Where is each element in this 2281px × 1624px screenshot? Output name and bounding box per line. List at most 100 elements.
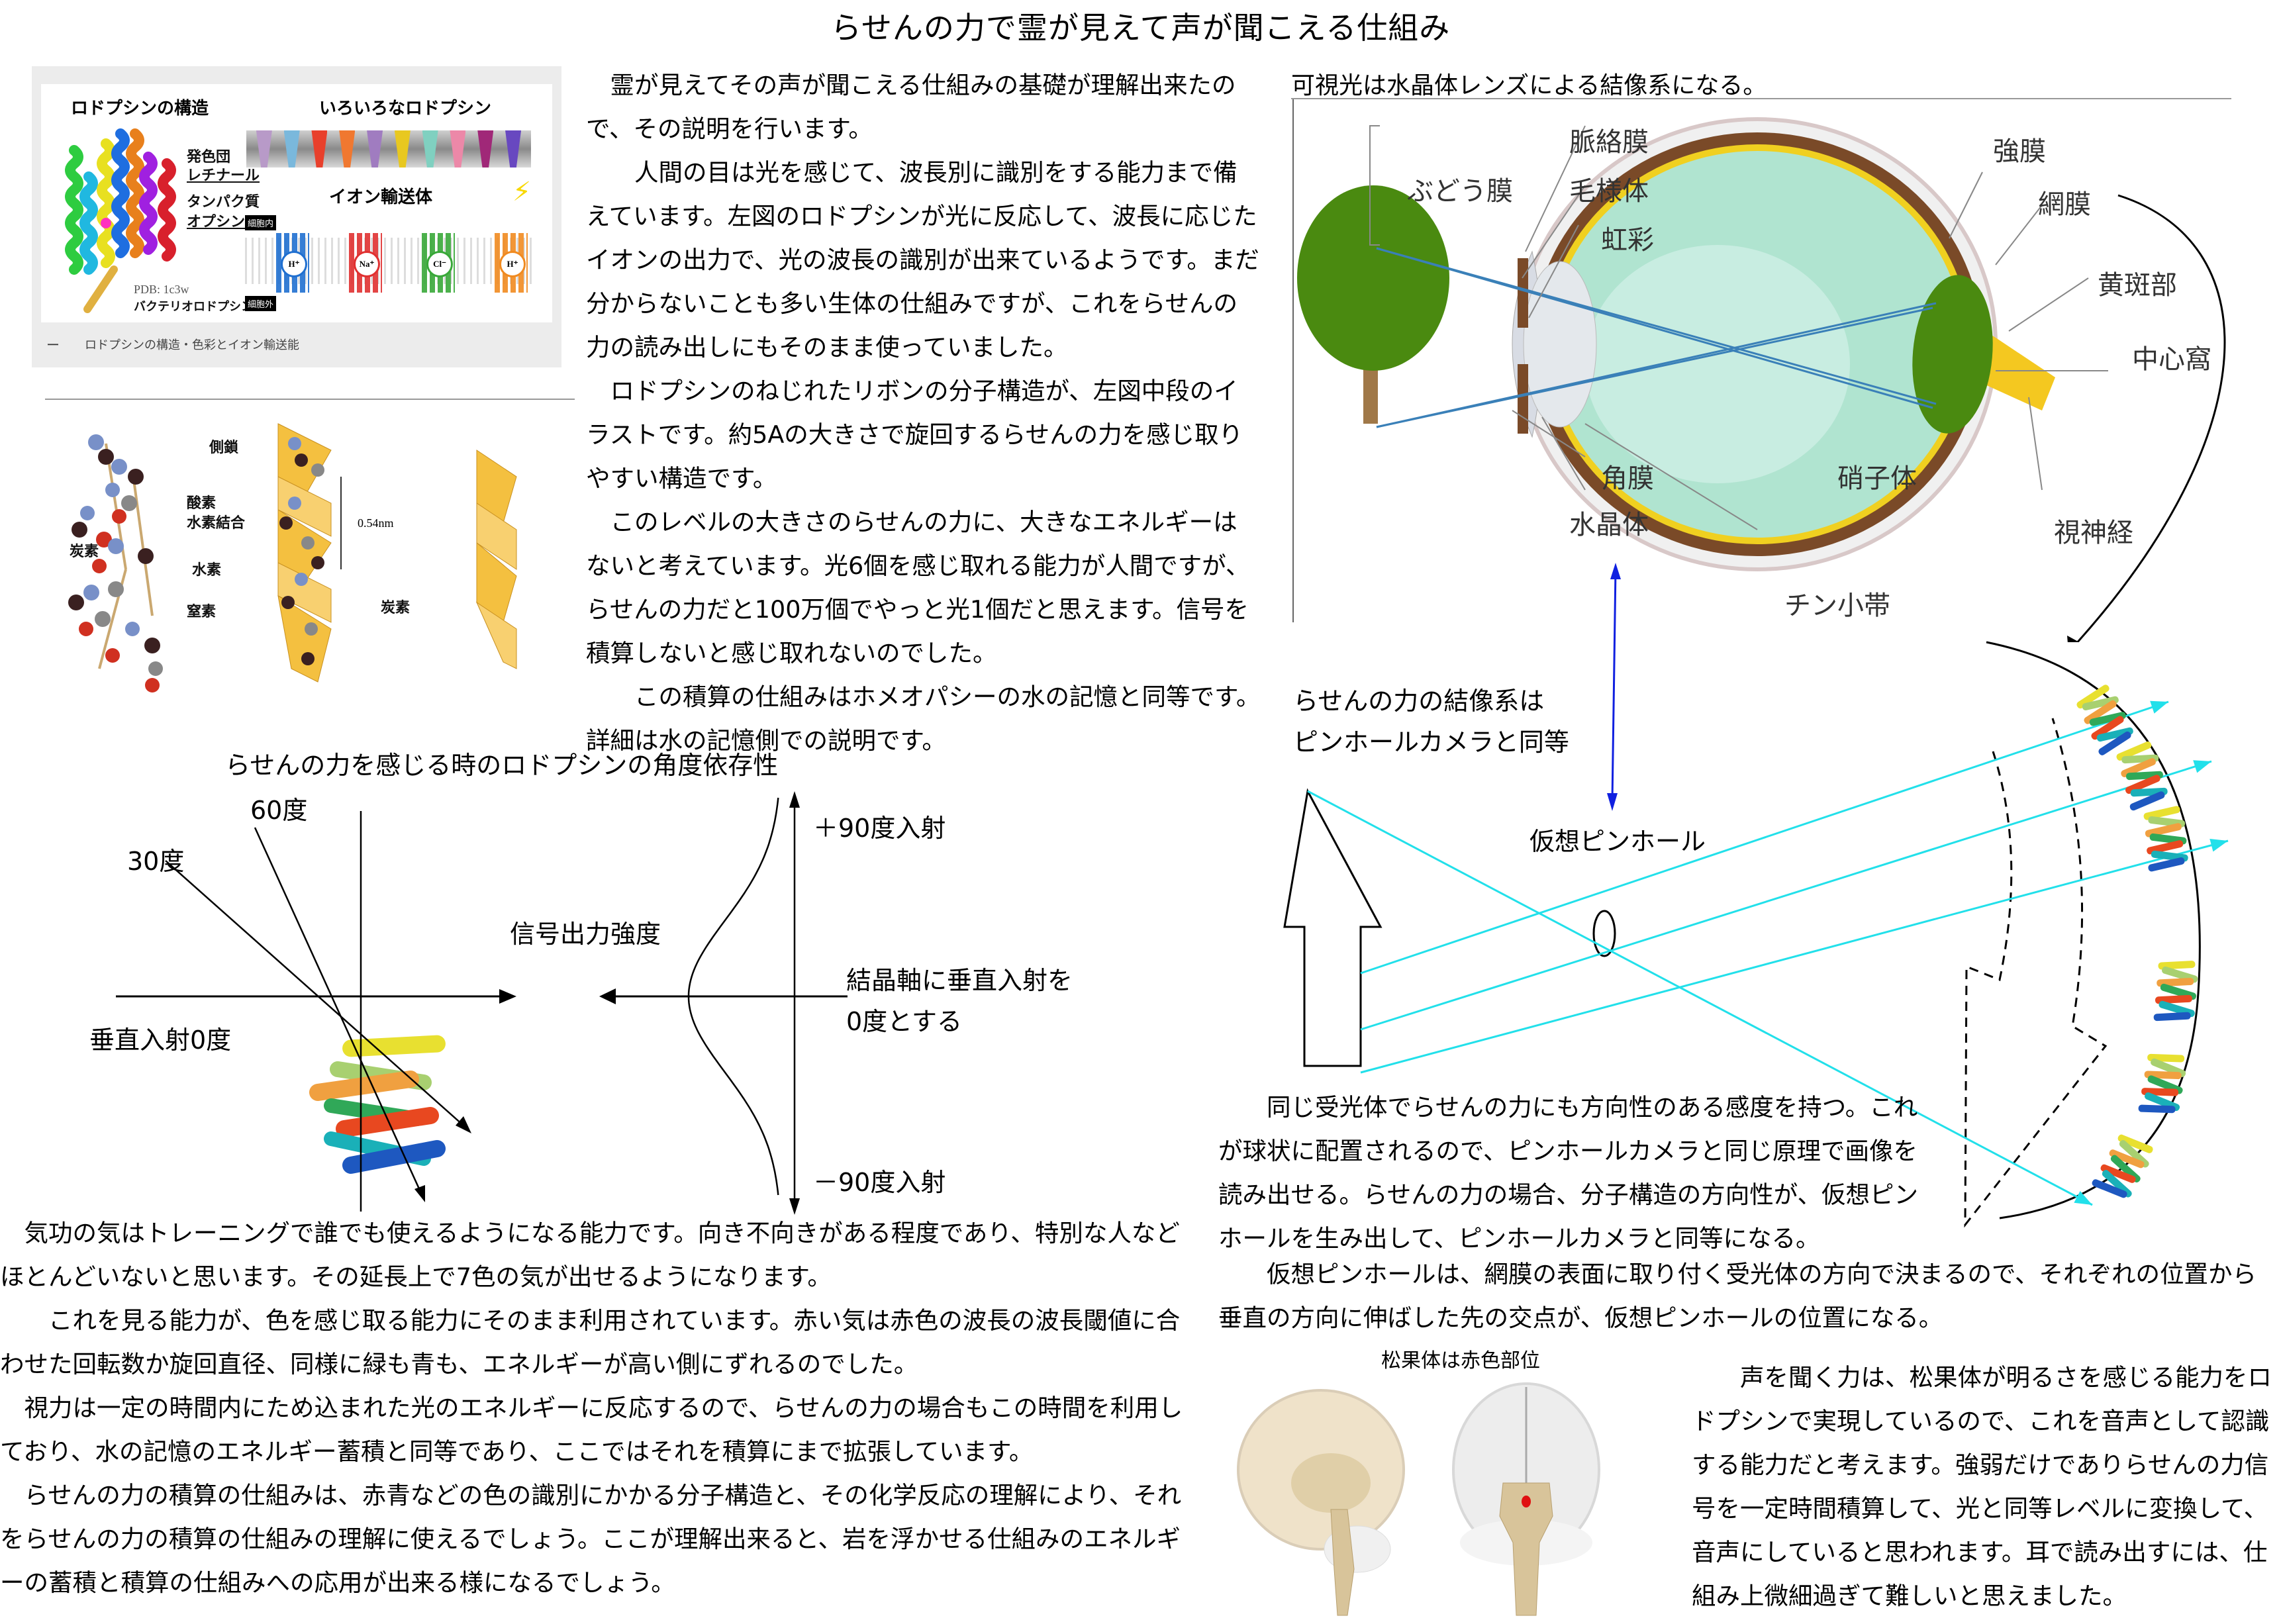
signal-strength-label: 信号出力強度 xyxy=(510,920,661,949)
helix-blue xyxy=(111,128,130,258)
receptor-molecule xyxy=(2138,1053,2186,1114)
helix-yellow xyxy=(97,138,115,268)
paragraph: このレベルの大きさのらせんの力に、大きなエネルギーはないと考えています。光6個を… xyxy=(586,508,1250,667)
ion-transporter: H⁺ xyxy=(269,226,316,299)
retina-pointer-arrow xyxy=(2076,194,2226,642)
carbon-label-left: 炭素 xyxy=(70,544,99,560)
vitreous-label: 硝子体 xyxy=(1837,463,1917,494)
pinhole-text-1: 同じ受光体でらせんの力にも方向性のある感度を持つ。これが球状に配置されるので、ピ… xyxy=(1218,1086,1923,1261)
virtual-pinhole-label: 仮想ピンホール xyxy=(1529,827,1706,856)
lens-label: 水晶体 xyxy=(1569,510,1649,540)
paragraph: 同じ受光体でらせんの力にも方向性のある感度を持つ。これが球状に配置されるので、ピ… xyxy=(1218,1093,1919,1253)
ion-transporter: Cl⁻ xyxy=(415,226,461,299)
light-ray xyxy=(1360,760,2212,1031)
axis-note-line2: 0度とする xyxy=(846,1007,963,1036)
chromophore-label: 発色団 xyxy=(187,149,231,166)
iris-label: 虹彩 xyxy=(1601,225,1654,256)
receptor-molecules xyxy=(2076,685,2198,1198)
virtual-pinhole xyxy=(1592,910,1616,957)
rhodopsin-tube xyxy=(422,130,438,167)
intro-text: 霊が見えてその声が聞こえる仕組みの基礎が理解出来たので、その説明を行います。 人… xyxy=(586,64,1261,763)
nitrogen-label: 窒素 xyxy=(187,604,217,620)
rhodopsin-tube xyxy=(477,130,494,167)
angle-60-ray xyxy=(254,827,422,1192)
paragraph: この積算の仕組みはホメオパシーの水の記憶と同等です。詳細は水の記憶側での説明です… xyxy=(586,683,1261,755)
receptor-molecule xyxy=(2116,741,2168,811)
ion-transporter: H⁺ xyxy=(488,226,534,299)
paragraph: 人間の目は光を感じて、波長別に識別をする能力まで備えています。左図のロドプシンが… xyxy=(586,158,1259,361)
retinal-label: レチナール xyxy=(187,167,260,184)
ball-and-stick-model xyxy=(68,434,163,693)
helix-green xyxy=(65,145,83,275)
sclera-label: 強膜 xyxy=(1993,136,2046,167)
paragraph: これを見る能力が、色を感じ取る能力にそのまま利用されています。赤い気は赤色の波長… xyxy=(0,1306,1181,1378)
ion-transporters: H⁺ Na⁺ Cl⁻ H⁺ xyxy=(269,226,534,299)
light-ray xyxy=(1360,839,2229,1074)
alpha-helix-figure xyxy=(68,423,517,693)
eye-illustration xyxy=(1297,117,2226,642)
macula-label: 黄斑部 xyxy=(2098,270,2177,301)
angle-diagram-title: らせんの力を感じる時のロドプシンの角度依存性 xyxy=(225,751,779,780)
light-ray xyxy=(1360,700,2169,975)
rhodopsin-tube xyxy=(367,130,383,167)
pineal-gland xyxy=(1522,1496,1531,1507)
helix-purple xyxy=(139,152,158,255)
angle-diagram xyxy=(116,791,848,1215)
receptor-molecule xyxy=(2143,806,2188,872)
angle-60-label: 60度 xyxy=(250,796,308,825)
rhodopsin-tube xyxy=(311,130,328,167)
ion-circle: H⁺ xyxy=(281,251,307,277)
pinhole-label-line2: ピンホールカメラと同等 xyxy=(1293,728,1569,757)
paragraph: 霊が見えてその声が聞こえる仕組みの基礎が理解出来たので、その説明を行います。 xyxy=(586,71,1236,143)
rhodopsin-tube xyxy=(283,130,300,167)
opsin-label: オプシン xyxy=(187,214,246,230)
pinhole-text-2: 仮想ピンホールは、網膜の表面に取り付く受光体の方向で決まるので、それぞれの位置か… xyxy=(1218,1253,2278,1340)
rhodopsin-tube xyxy=(505,130,522,167)
tree-object xyxy=(1297,185,1449,424)
dashed-curved-arrow xyxy=(1964,718,2108,1228)
receptor-sphere-arc xyxy=(1986,641,2201,1219)
ray-arrowhead xyxy=(2209,839,2228,852)
ion-circle: Cl⁻ xyxy=(426,251,453,277)
helix-orange xyxy=(126,128,144,258)
hydrogen-label: 水素 xyxy=(192,562,222,579)
paragraph: 仮想ピンホールは、網膜の表面に取り付く受光体の方向で決まるので、それぞれの位置か… xyxy=(1218,1260,2257,1332)
ion-circle: Na⁺ xyxy=(354,251,380,277)
rhodopsin-tube xyxy=(339,130,356,167)
brain-illustration xyxy=(1237,1382,1600,1616)
receptor-molecule xyxy=(2092,1134,2153,1198)
bacteriorhodopsin-label: バクテリオロドプシン xyxy=(134,300,253,314)
receptor-molecule xyxy=(2076,685,2133,755)
caption-dash: ー xyxy=(46,337,60,353)
beta-strand xyxy=(83,265,118,313)
choroid-label: 脈絡膜 xyxy=(1569,127,1649,158)
ray-arrowhead xyxy=(2150,700,2168,714)
uvea-label: ぶどう膜 xyxy=(1407,176,1513,207)
rhodopsin-tube xyxy=(394,130,411,167)
inside-label: 細胞内 xyxy=(245,215,277,230)
pitch-label: 0.54nm xyxy=(358,516,394,530)
plus-90-label: ＋90度入射 xyxy=(813,814,946,843)
paragraph: ロドプシンのねじれたリボンの分子構造が、左図中段のイラストです。約5Aの大きさで… xyxy=(586,377,1243,493)
rhodopsin-tubes xyxy=(246,130,531,167)
retinal-marker xyxy=(101,218,111,228)
optic-nerve-label: 視神経 xyxy=(2054,518,2133,548)
eye-frame-left xyxy=(1292,99,1294,622)
ray-arrowhead xyxy=(2193,760,2211,773)
axis-note-line1: 結晶軸に垂直入射を xyxy=(846,966,1073,995)
hydrogen-bond-label: 水素結合 xyxy=(187,515,246,532)
rhodopsin-figure-panel: ロドプシンの構造 発色団 レチナール タンパク質 オプシン PDB: 1c3w … xyxy=(41,84,552,322)
cornea-label: 角膜 xyxy=(1601,463,1654,494)
pinhole-label-line1: らせんの力の結像系は xyxy=(1293,687,1545,716)
paragraph: 視力は一定の時間内にため込まれた光のエネルギーに反応するので、らせんの力の場合も… xyxy=(0,1394,1183,1466)
pdb-label: PDB: 1c3w xyxy=(134,283,189,296)
helix-red xyxy=(158,158,176,262)
voice-text: 声を聞く力は、松果体が明るさを感じる能力をロドプシンで実現しているので、これを音… xyxy=(1692,1356,2274,1618)
pinhole-rays xyxy=(1307,700,2229,1206)
helix-ribbon-with-atoms xyxy=(277,423,342,683)
brain-side-view xyxy=(1237,1389,1405,1616)
paragraph: 気功の気はトレーニングで誰でも使えるようになる能力です。向き不向きがある程度であ… xyxy=(0,1219,1180,1291)
carbon-label-mid: 炭素 xyxy=(381,600,411,616)
minus-90-label: －90度入射 xyxy=(813,1168,946,1197)
ciliary-label: 毛様体 xyxy=(1569,176,1649,207)
